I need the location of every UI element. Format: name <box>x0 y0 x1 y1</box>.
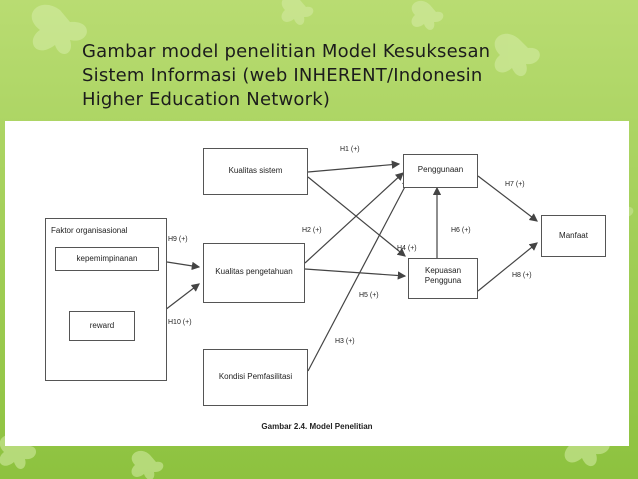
node-kualitas-pengetahuan-label: Kualitas pengetahuan <box>203 267 305 277</box>
hypothesis-h5: H5 (+) <box>359 292 379 299</box>
hypothesis-h1: H1 (+) <box>340 146 360 153</box>
diagram-caption: Gambar 2.4. Model Penelitian <box>5 422 629 431</box>
node-faktor-organisasional <box>45 218 167 381</box>
node-manfaat-label: Manfaat <box>541 231 606 241</box>
hypothesis-h8: H8 (+) <box>512 272 532 279</box>
node-faktor-label: Faktor organisasional <box>51 226 161 236</box>
node-kualitas-sistem-label: Kualitas sistem <box>203 166 308 176</box>
arrow-h5 <box>305 269 405 276</box>
node-kepemimpinan-label: kepemimpinanan <box>55 254 159 264</box>
hypothesis-h3: H3 (+) <box>335 338 355 345</box>
hypothesis-h2: H2 (+) <box>302 227 322 234</box>
node-penggunaan-label: Penggunaan <box>403 165 478 175</box>
hypothesis-h6: H6 (+) <box>451 227 471 234</box>
node-reward-label: reward <box>69 321 135 331</box>
hypothesis-h7: H7 (+) <box>505 181 525 188</box>
research-model-diagram: Faktor organisasional kepemimpinanan rew… <box>5 121 629 446</box>
arrow-h8 <box>478 243 537 291</box>
hypothesis-h10: H10 (+) <box>168 319 192 326</box>
slide-title: Gambar model penelitian Model Kesuksesan… <box>82 40 602 112</box>
node-kondisi-label: Kondisi Pemfasilitasi <box>203 372 308 382</box>
node-kepuasan-label: Kepuasan Pengguna <box>408 266 478 286</box>
hypothesis-h9: H9 (+) <box>168 236 188 243</box>
hypothesis-h4: H4 (+) <box>397 245 417 252</box>
arrow-h9 <box>167 262 199 267</box>
arrow-h1 <box>308 164 399 172</box>
